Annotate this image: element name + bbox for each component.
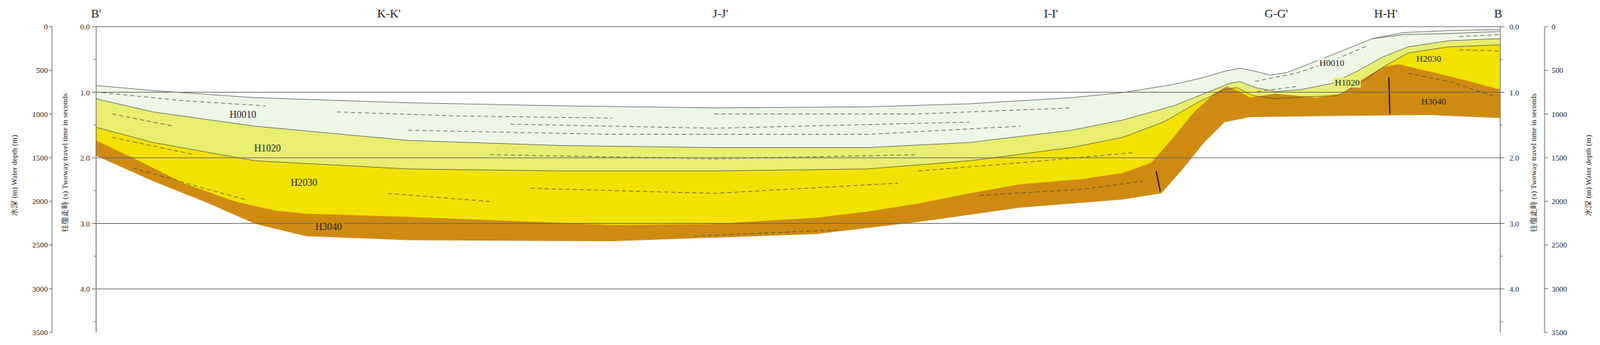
section-marker: J-J' (712, 7, 729, 22)
twt-ticks (91, 26, 1505, 323)
horizon-label: H1020 (252, 143, 283, 154)
depth-tick-label: 2500 (32, 240, 48, 250)
reflectors (101, 34, 1500, 236)
reflector (336, 112, 613, 119)
depth-tick-label: 1000 (1551, 110, 1568, 119)
depth-tick-label: 1500 (32, 153, 48, 163)
twt-tick-label: 1.0 (1509, 87, 1520, 97)
axis-title: 往復走時 (s) Twoway travel time in seconds (1529, 93, 1538, 233)
reflector (1459, 49, 1501, 51)
horizon-lines (96, 29, 1501, 172)
reflector (530, 183, 898, 194)
frame-top (96, 26, 1501, 28)
twt-tick-label: 1.0 (80, 87, 90, 97)
twt-tick-label: 4.0 (80, 285, 90, 294)
horizon-label: H1020 (1333, 77, 1361, 88)
horizon-label: H2030 (1414, 54, 1443, 64)
depth-tick-label: 500 (1551, 65, 1564, 75)
horizon-label: H0010 (228, 109, 258, 121)
horizon-line (96, 38, 1501, 148)
section-marker: G-G' (1264, 7, 1288, 22)
depth-tick-label: 3000 (32, 285, 48, 294)
reflector (132, 167, 246, 200)
section-marker: K-K' (377, 7, 401, 22)
unit-h0010 (96, 29, 1501, 333)
horizon-line (96, 44, 1501, 172)
depth-tick-label: 2000 (1551, 197, 1568, 206)
axis-title: 往復走時 (s) Twoway travel time in seconds (60, 93, 69, 233)
grid-line (96, 91, 1501, 93)
reflector (101, 92, 266, 107)
reflector (979, 181, 1143, 196)
unit-h3040 (96, 63, 1501, 333)
reflector (407, 126, 1021, 135)
twt-tick-label: 2.0 (1509, 153, 1520, 163)
frame-left (96, 26, 97, 333)
fault-line (1388, 77, 1390, 114)
section-marker: B (1493, 7, 1502, 22)
reflector (387, 193, 490, 203)
faults (1156, 77, 1391, 192)
depth-tick-label: 3000 (1551, 285, 1568, 294)
reflector (693, 230, 837, 237)
reflector (510, 122, 970, 129)
twt-tick-label: 0.0 (80, 22, 90, 31)
reflector (1408, 73, 1496, 97)
unit-h2030 (96, 44, 1501, 333)
reflector (1257, 86, 1297, 92)
twt-tick-label: 3.0 (80, 219, 90, 228)
axis-title: 水深 (m) Water depth (m) (1583, 134, 1593, 216)
twt-tick-label: 2.0 (80, 153, 90, 163)
section-marker: I-I' (1043, 7, 1059, 22)
fault-line (1156, 171, 1161, 192)
twt-tick-label: 0.0 (1509, 22, 1520, 31)
reflector (490, 155, 919, 160)
grid-line (96, 289, 1501, 290)
horizon-line (1372, 31, 1501, 39)
depth-tick-label: 1000 (32, 110, 48, 119)
depth-tick-label: 3500 (1551, 328, 1568, 337)
section-marker: B' (91, 7, 102, 22)
twt-tick-label: 3.0 (1509, 219, 1520, 228)
grid-line (96, 223, 1501, 224)
seafloor-line (96, 29, 1501, 109)
horizon-label: H0010 (1317, 58, 1346, 69)
depth-ticks (49, 26, 1549, 333)
reflector (112, 114, 174, 127)
horizon-label: H3040 (1419, 96, 1447, 107)
depth-tick-label: 0 (1551, 22, 1556, 31)
horizon-label: H3040 (313, 221, 344, 233)
grid-line (96, 157, 1501, 159)
section-geometry (96, 29, 1501, 333)
depth-tick-label: 0 (44, 22, 49, 31)
depth-tick-label: 2500 (1551, 240, 1568, 250)
reflector (1459, 34, 1501, 37)
twt-tick-label: 4.0 (1509, 285, 1520, 294)
unit-h1020 (96, 38, 1501, 333)
reflector (713, 108, 1072, 115)
depth-tick-label: 3500 (32, 328, 48, 337)
reflector (918, 153, 1133, 172)
frame-right (1500, 26, 1502, 333)
reflector (112, 137, 194, 156)
depth-tick-label: 1500 (1551, 153, 1568, 163)
depth-axis (1544, 26, 1546, 333)
depth-axis (51, 26, 53, 333)
depth-tick-label: 2000 (32, 197, 48, 206)
section-marker: H-H' (1373, 7, 1398, 22)
reflector (1255, 45, 1368, 82)
depth-tick-label: 500 (36, 65, 49, 75)
axis-title: 水深 (m) Water depth (m) (9, 134, 19, 216)
horizon-label: H2030 (289, 177, 319, 189)
